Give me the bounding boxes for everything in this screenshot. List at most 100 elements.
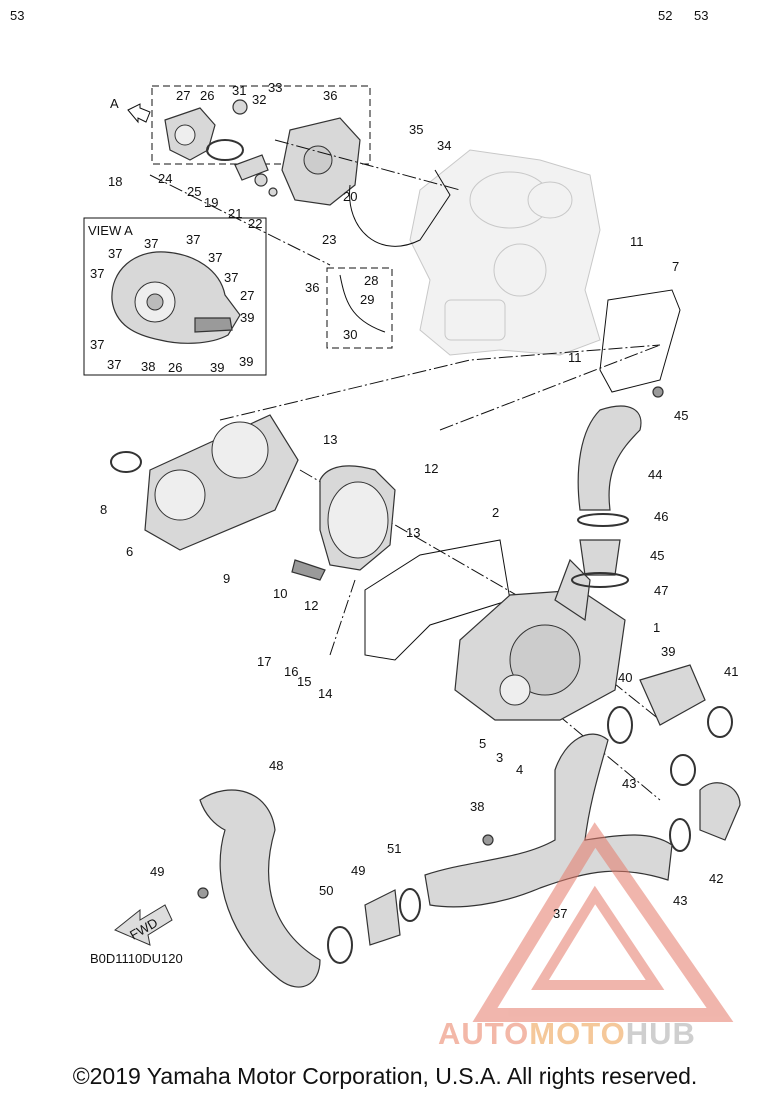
callout-40: 40 [618,670,632,685]
view-a-callout-39: 39 [210,360,224,375]
callout-12: 12 [304,598,318,613]
callout-20: 20 [343,189,357,204]
fwd-arrow-icon: FWD [114,904,173,946]
callout-38: 38 [470,799,484,814]
callout-48: 48 [269,758,283,773]
callout-7: 7 [672,259,679,274]
view-a-arrow-label: A [110,96,119,111]
callout-5: 5 [479,736,486,751]
callout-34: 34 [437,138,451,153]
diagram-code: B0D1110DU120 [90,951,183,966]
hose-29 [339,274,386,333]
callout-24: 24 [158,171,172,186]
bolt-41 [482,834,494,846]
callout-2: 2 [492,505,499,520]
callout-44: 44 [648,467,662,482]
callout-3: 3 [496,750,503,765]
callout-45: 45 [650,548,664,563]
view-a-callout-39: 39 [239,354,253,369]
group-box-hose [326,267,393,349]
bolt-51 [197,887,209,899]
callout-41: 41 [724,664,738,679]
gasket-35 [349,169,451,247]
water-pump-assembly [164,99,278,197]
clutch-cover-outer [110,414,299,551]
callout-9: 9 [223,571,230,586]
callout-4: 4 [516,762,523,777]
watermark-part3: HUB [625,1016,696,1051]
clamp-49 [577,513,629,527]
watermark: AUTOMOTOHUB [438,1016,696,1052]
callout-1: 1 [653,620,660,635]
callout-49: 49 [351,863,365,878]
callout-30: 30 [343,327,357,342]
watermark-logo-icon [472,822,734,1022]
callout-29: 29 [360,292,374,307]
callout-36: 36 [323,88,337,103]
view-a-callout-37: 37 [107,357,121,372]
duct-50 [199,789,321,988]
callout-39: 39 [661,644,675,659]
view-a-callout-37: 37 [224,270,238,285]
callout-32: 32 [252,92,266,107]
callout-16: 16 [284,664,298,679]
gasket-7 [599,289,681,393]
view-a-callout-37: 37 [90,337,104,352]
callout-11: 11 [630,234,644,249]
callout-47: 47 [654,583,668,598]
callout-42: 42 [709,871,723,886]
watermark-part2: MOTO [529,1016,626,1051]
engine-block-outline [409,149,601,356]
callout-13: 13 [323,432,337,447]
view-a-callout-37: 37 [90,266,104,281]
bracket-shroud [291,465,396,581]
callout-21: 21 [228,206,242,221]
callout-43: 43 [673,893,687,908]
view-a-callout-37: 37 [208,250,222,265]
joint-44 [699,782,741,841]
view-a-callout-26: 26 [168,360,182,375]
callout-22: 22 [248,216,262,231]
callout-13: 13 [406,525,420,540]
callout-52: 52 [658,8,672,23]
callout-37: 37 [553,906,567,921]
callout-14: 14 [318,686,332,701]
callout-36: 36 [305,280,319,295]
view-a-callout-39: 39 [240,310,254,325]
callout-6: 6 [126,544,133,559]
view-a-callout-27: 27 [240,288,254,303]
joint-48 [579,539,621,576]
duct-46 [577,405,642,511]
view-a-callout-38: 38 [141,359,155,374]
joint-52 [364,889,401,946]
callout-25: 25 [187,184,201,199]
callout-26: 26 [200,88,214,103]
view-a-callout-37: 37 [108,246,122,261]
view-a-callout-37: 37 [186,232,200,247]
gasket-2 [364,539,511,661]
callout-50: 50 [319,883,333,898]
callout-53: 53 [694,8,708,23]
callout-18: 18 [108,174,122,189]
callout-49: 49 [150,864,164,879]
crankcase-cover-small [281,117,361,206]
callout-27: 27 [176,88,190,103]
callout-45: 45 [674,408,688,423]
joint-42 [639,664,706,726]
clutch-cover-main [454,558,626,721]
callout-46: 46 [654,509,668,524]
copyright-notice: ©2019 Yamaha Motor Corporation, U.S.A. A… [72,1063,698,1089]
bolt-47 [652,386,664,398]
callout-11: 11 [568,350,582,365]
callout-31: 31 [232,83,246,98]
callout-8: 8 [100,502,107,517]
view-a-label: VIEW A [88,223,133,238]
callout-12: 12 [424,461,438,476]
view-a-callout-37: 37 [144,236,158,251]
callout-43: 43 [622,776,636,791]
callout-33: 33 [268,80,282,95]
callout-19: 19 [204,195,218,210]
watermark-part1: AUTO [438,1016,530,1051]
